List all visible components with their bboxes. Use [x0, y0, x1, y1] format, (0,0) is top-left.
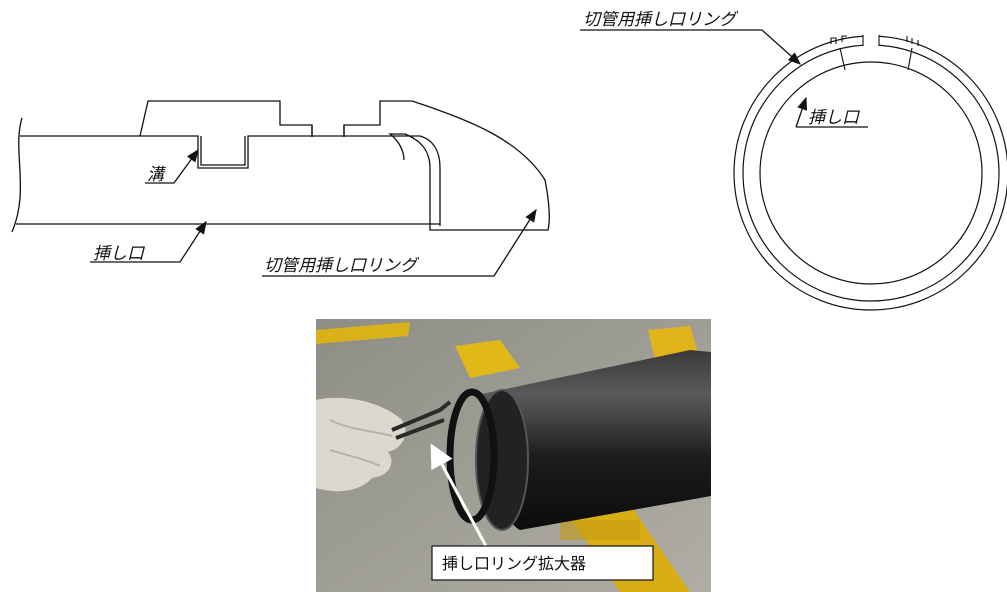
- ring-view-ring-label: 切管用挿し口リング: [583, 10, 739, 30]
- ring-outer-circle: [733, 35, 1007, 311]
- groove-label: 溝: [147, 165, 167, 185]
- caption-box: [431, 545, 654, 581]
- ring-inner-circle: [742, 44, 1000, 302]
- yellow-support-left: [316, 322, 410, 344]
- ring-view: 切管用挿し口リング 挿し口: [580, 10, 1007, 311]
- ring-label: 切管用挿し口リング: [264, 256, 420, 276]
- spigot-break-line: [11, 117, 23, 233]
- section-view: 溝 挿し口 切管用挿し口リング: [11, 100, 550, 277]
- pointer-arrow: [430, 443, 489, 549]
- yellow-rail-back: [455, 340, 520, 378]
- ring-split-detail: [830, 33, 919, 71]
- spigot-outline: [16, 135, 441, 226]
- groove-inner-line: [200, 136, 246, 166]
- ring-expander-tool: [391, 400, 452, 440]
- caption-text: 挿し口リング拡大器: [442, 554, 586, 573]
- glove: [316, 397, 406, 492]
- pipe-body: [482, 350, 711, 530]
- spigot-circle: [759, 61, 983, 285]
- photo: 挿し口リング拡大器: [316, 319, 711, 592]
- spigot-label: 挿し口: [93, 244, 146, 264]
- ring-view-spigot-label: 挿し口: [808, 108, 861, 128]
